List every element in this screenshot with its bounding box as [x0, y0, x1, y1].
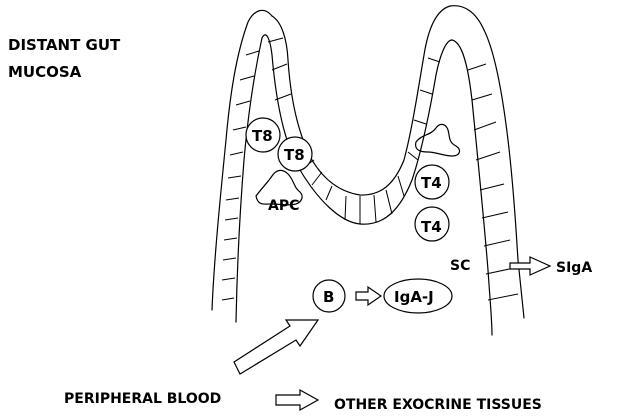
- right-villus-outer: [484, 30, 524, 318]
- secretion-arrow: [510, 257, 550, 275]
- other-exocrine-label: OTHER EXOCRINE TISSUES: [334, 397, 542, 413]
- t8-cell-a: T8: [246, 118, 280, 152]
- mucosa-outline: [212, 6, 524, 335]
- title-mucosa: MUCOSA: [8, 63, 82, 81]
- hatch-marks: [222, 38, 518, 300]
- inner-left-edge: [236, 38, 262, 322]
- t8-cell-b: T8: [278, 137, 312, 171]
- apc-right-shape: [416, 124, 460, 156]
- b-to-iga-arrow: [356, 287, 381, 305]
- t4-label-a: T4: [421, 174, 442, 192]
- t8-label-a: T8: [252, 127, 273, 145]
- outer-left-wall: [212, 10, 272, 310]
- siga-label: SIgA: [556, 260, 592, 276]
- b-cell-label: B: [323, 288, 334, 306]
- t4-cell-a: T4: [415, 165, 449, 199]
- t4-cell-b: T4: [415, 207, 449, 241]
- t4-label-b: T4: [421, 218, 442, 236]
- t8-label-b: T8: [284, 146, 305, 164]
- iga-j-label: IgA-J: [394, 288, 434, 306]
- iga-j-cell: IgA-J: [384, 279, 452, 313]
- b-cell: B: [313, 280, 345, 312]
- apc-label: APC: [268, 198, 299, 214]
- exocrine-arrow: [276, 390, 318, 410]
- sc-label: SC: [450, 258, 470, 274]
- title-distant-gut: DISTANT GUT: [8, 36, 121, 54]
- right-villus-inner: [452, 40, 492, 335]
- peripheral-blood-label: PERIPHERAL BLOOD: [64, 391, 221, 407]
- peripheral-blood-inflow-arrow: [234, 320, 318, 374]
